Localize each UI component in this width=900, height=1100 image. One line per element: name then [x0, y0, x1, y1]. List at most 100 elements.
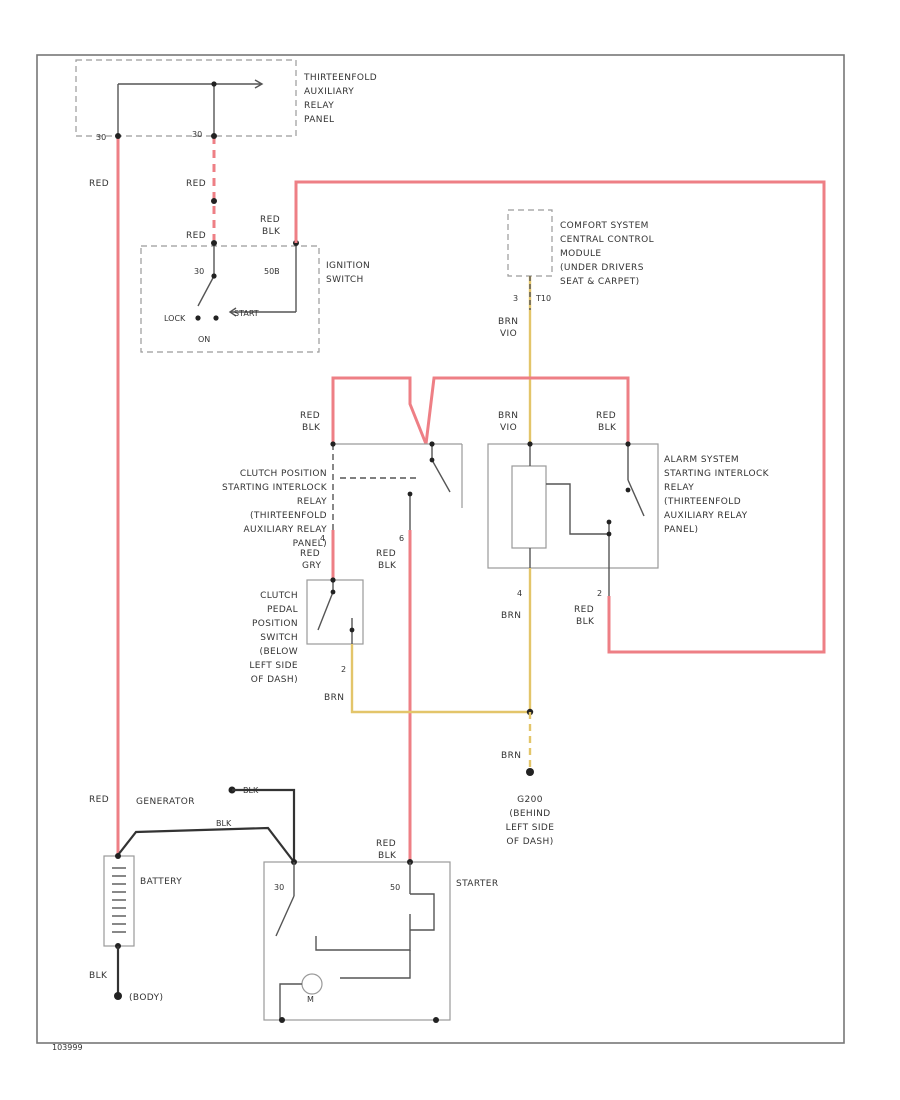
clutch-switch-title-5: (BELOW: [260, 647, 298, 657]
starter-wire-1: RED: [376, 839, 396, 849]
ignition-out-wire-2: BLK: [262, 227, 281, 237]
starter-motor: M: [307, 995, 314, 1004]
ignition-wire-in: RED: [186, 231, 206, 241]
svg-text:THIRTEENFOLD: THIRTEENFOLD: [303, 73, 377, 83]
svg-text:(UNDER DRIVERS: (UNDER DRIVERS: [560, 263, 644, 273]
battery: BATTERY: [103, 853, 182, 949]
alarm-pin-left: 4: [517, 589, 522, 598]
diagram-frame: [36, 54, 845, 1044]
clutch-relay-title-3: RELAY: [297, 497, 327, 507]
alarm-pin-right: 2: [597, 589, 602, 598]
red-gry-1: RED: [300, 549, 320, 559]
ignition-title-1: IGNITION: [326, 261, 370, 271]
brn-vio-2: VIO: [500, 329, 517, 339]
relay-panel-title-3: RELAY: [304, 101, 334, 111]
svg-text:PANEL: PANEL: [304, 115, 334, 125]
clutch-relay-pin-a: 4: [320, 534, 325, 543]
starter-pin-30: 30: [274, 883, 284, 892]
svg-text:SWITCH: SWITCH: [326, 275, 364, 285]
wire-label-brn-3: BRN: [501, 751, 521, 761]
svg-text:RELAY: RELAY: [304, 101, 334, 111]
clutch-relay-top-wire-1: RED: [300, 411, 320, 421]
wire-label-red-2: RED: [186, 179, 206, 189]
comfort-connector: T10: [535, 294, 551, 303]
svg-text:AUXILIARY RELAY: AUXILIARY RELAY: [243, 525, 327, 535]
svg-text:PANEL): PANEL): [293, 539, 327, 549]
ignition-out-wire-1: RED: [260, 215, 280, 225]
wire-brn-clutch: [350, 644, 530, 714]
alarm-title-3: RELAY: [664, 483, 694, 493]
starter-pin-50: 50: [390, 883, 400, 892]
svg-text:IGNITION: IGNITION: [326, 261, 370, 271]
red-blk-1: RED: [376, 549, 396, 559]
alarm-title-6: PANEL): [664, 525, 698, 535]
wire-label-red: RED: [89, 179, 109, 189]
svg-text:PEDAL: PEDAL: [267, 605, 298, 615]
battery-label: BATTERY: [140, 877, 182, 887]
comfort-title-2: CENTRAL CONTROL: [560, 235, 654, 245]
auxiliary-relay-panel: THIRTEENFOLD AUXILIARY RELAY PANEL 30 30: [75, 59, 377, 142]
wire-label-brn-1: BRN: [501, 611, 521, 621]
svg-text:ALARM SYSTEM: ALARM SYSTEM: [664, 455, 739, 465]
ignition-title-2: SWITCH: [326, 275, 364, 285]
clutch-relay-title-2: STARTING INTERLOCK: [222, 483, 328, 493]
svg-text:OF DASH): OF DASH): [251, 675, 298, 685]
svg-text:G200: G200: [517, 795, 543, 805]
starter-wire-2: BLK: [378, 851, 397, 861]
ignition-pos-on: ON: [198, 335, 210, 344]
wire-label-red-gen: RED: [89, 795, 109, 805]
svg-text:CLUTCH POSITION: CLUTCH POSITION: [240, 469, 327, 479]
clutch-switch-title-7: OF DASH): [251, 675, 298, 685]
generator-label: GENERATOR: [136, 797, 195, 807]
ground-title-2: (BEHIND: [509, 809, 550, 819]
svg-text:RELAY: RELAY: [664, 483, 694, 493]
clutch-relay-title-4: (THIRTEENFOLD: [250, 511, 327, 521]
svg-text:CLUTCH: CLUTCH: [260, 591, 298, 601]
figure-code: 103999: [52, 1043, 83, 1052]
ignition-pos-lock: LOCK: [164, 314, 186, 323]
svg-text:LEFT SIDE: LEFT SIDE: [506, 823, 555, 833]
wire-red-blk-loop: [294, 180, 826, 654]
comfort-pin: 3: [513, 294, 518, 303]
clutch-interlock-relay: RED BLK CLUTCH POSITION STARTING INTERLO…: [222, 411, 463, 549]
clutch-relay-title-1: CLUTCH POSITION: [240, 469, 327, 479]
alarm-out-wire-1: RED: [574, 605, 594, 615]
svg-text:STARTING INTERLOCK: STARTING INTERLOCK: [222, 483, 328, 493]
svg-text:LEFT SIDE: LEFT SIDE: [249, 661, 298, 671]
clutch-switch-title-2: PEDAL: [267, 605, 298, 615]
ignition-switch: 30 50B LOCK START ON IGNITION SWITCH: [140, 245, 370, 353]
wire-label-blk: BLK: [89, 971, 108, 981]
svg-text:(BELOW: (BELOW: [260, 647, 298, 657]
relay-panel-title-4: PANEL: [304, 115, 334, 125]
wire-label-blk-gen: BLK: [216, 819, 232, 828]
clutch-switch-title-3: POSITION: [252, 619, 298, 629]
svg-text:OF DASH): OF DASH): [506, 837, 553, 847]
clutch-pedal-switch: CLUTCH PEDAL POSITION SWITCH (BELOW LEFT…: [249, 577, 364, 685]
generator-wire-blk: BLK: [243, 786, 259, 795]
clutch-switch-pin: 2: [341, 665, 346, 674]
svg-text:RELAY: RELAY: [297, 497, 327, 507]
ground-point: [526, 768, 534, 776]
alarm-left-wire-2: VIO: [500, 423, 517, 433]
svg-text:(THIRTEENFOLD: (THIRTEENFOLD: [664, 497, 741, 507]
ground-title-4: OF DASH): [506, 837, 553, 847]
brn-vio-1: BRN: [498, 317, 518, 327]
alarm-out-wire-2: BLK: [576, 617, 595, 627]
clutch-relay-title-5: AUXILIARY RELAY: [243, 525, 327, 535]
ignition-pin-50b: 50B: [264, 267, 280, 276]
comfort-title-5: SEAT & CARPET): [560, 277, 640, 287]
clutch-relay-top-wire-2: BLK: [302, 423, 321, 433]
svg-text:PANEL): PANEL): [664, 525, 698, 535]
svg-text:MODULE: MODULE: [560, 249, 601, 259]
wire-blk-generator: [232, 788, 296, 862]
clutch-switch-title-1: CLUTCH: [260, 591, 298, 601]
starter-label: STARTER: [456, 879, 499, 889]
comfort-title-3: MODULE: [560, 249, 601, 259]
ignition-pin-30: 30: [194, 267, 204, 276]
svg-text:POSITION: POSITION: [252, 619, 298, 629]
svg-text:SWITCH: SWITCH: [260, 633, 298, 643]
red-gry-2: GRY: [302, 561, 321, 571]
ground-title-1: G200: [517, 795, 543, 805]
wire-label-brn-2: BRN: [324, 693, 344, 703]
wire-red-jumper: [331, 376, 428, 445]
